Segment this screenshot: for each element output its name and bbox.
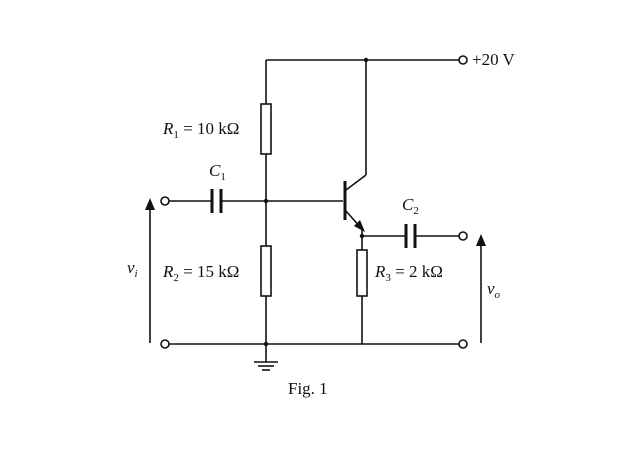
output-ground-terminal: [458, 339, 468, 349]
output-terminal: [458, 231, 468, 241]
r2-resistor: [260, 245, 272, 297]
vin-arrow-head: [145, 198, 155, 210]
vout-label: vo: [487, 279, 501, 301]
collector-node-dot: [363, 57, 369, 63]
vout-arrow-head: [476, 234, 486, 246]
vin-label: vi: [127, 258, 138, 280]
r1-resistor: [260, 103, 272, 155]
base-node-dot: [263, 198, 269, 204]
transistor-collector: [345, 174, 367, 191]
r3-label: R3 = 2 kΩ: [374, 262, 443, 284]
input-ground-terminal: [160, 339, 170, 349]
supply-label: +20 V: [472, 50, 516, 69]
figure-caption: Fig. 1: [288, 379, 328, 398]
r3-resistor: [356, 249, 368, 297]
c2-label: C2: [402, 195, 419, 217]
input-terminal: [160, 196, 170, 206]
r2-label: R2 = 15 kΩ: [162, 262, 239, 284]
supply-terminal: [458, 55, 468, 65]
c1-label: C1: [209, 161, 226, 183]
ground-icon: [254, 361, 278, 371]
ground-node-dot: [263, 341, 269, 347]
r1-label: R1 = 10 kΩ: [162, 119, 239, 141]
